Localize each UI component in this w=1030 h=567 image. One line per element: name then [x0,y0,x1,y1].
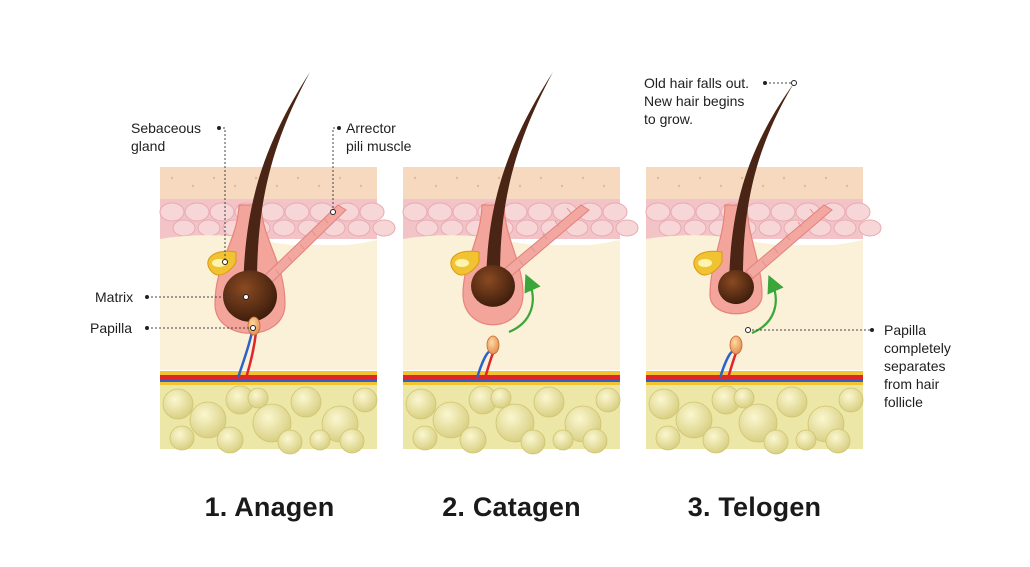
dermal-papilla [486,335,500,355]
artery [403,375,620,379]
growth-arrow-icon [508,273,541,334]
hair-shaft [729,83,794,287]
label-matrix: Matrix [95,289,134,305]
label-old-hair-falls-out: Old hair falls out. New hair begins to g… [644,75,750,127]
label-papilla-separates: Papilla completely separates from hair f… [884,322,951,410]
artery [646,375,863,379]
artery [160,375,377,379]
stage-title-anagen: 1. Anagen [204,492,335,522]
hair-bulb-matrix [718,269,754,305]
label-arrector-pili-muscle: Arrector pili muscle [346,120,412,154]
leader-dots [145,81,874,332]
skin-panel-anagen [159,72,396,455]
dermal-papilla [729,335,743,355]
vein [403,379,620,382]
label-sebaceous-gland: Sebaceous gland [131,120,202,154]
vein [160,379,377,382]
label-papilla: Papilla [90,320,133,336]
leader-end-dots [222,80,797,333]
stage-title-catagen: 2. Catagen [442,492,581,522]
hair-shaft [486,72,553,286]
hair-bulb-matrix [471,265,515,307]
skin-panel-catagen [402,72,639,455]
vein [646,379,863,382]
stage-title-telogen: 3. Telogen [687,492,822,522]
growth-arrow-icon [751,274,784,335]
skin-panel-telogen [645,83,882,455]
hair-bulb-matrix [223,270,277,322]
